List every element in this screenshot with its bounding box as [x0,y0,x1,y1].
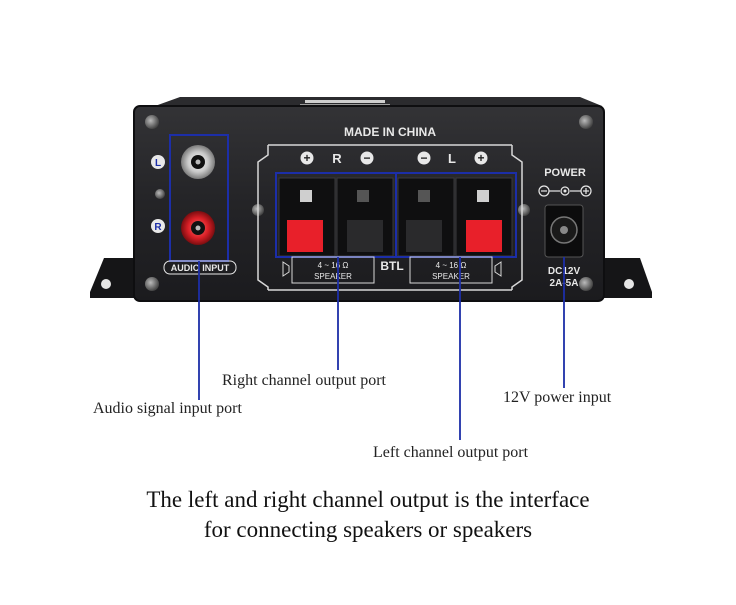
speaker-left-label: SPEAKER [432,272,470,281]
left-channel-label: L [448,151,456,166]
input-left-label: L [155,158,161,169]
right-plus-sign: + [303,151,310,165]
power-label: POWER [544,167,586,179]
polarity-plus-icon [580,185,592,197]
right-positive-terminal [287,220,323,252]
corner-screws [145,115,593,291]
left-plus-sign: + [477,151,484,165]
btl-label: BTL [380,259,403,273]
footer-line-2: for connecting speakers or speakers [203,517,533,542]
speaker-labels: 4 ~ 16 Ω SPEAKER BTL 4 ~ 16 Ω SPEAKER [282,256,502,284]
polarity-row: + R − − L + [300,151,488,166]
left-channel-terminals [397,177,513,257]
right-channel-label: R [332,151,342,166]
audio-input-caption: Audio signal input port [93,400,242,417]
left-minus-sign: − [420,151,427,165]
right-negative-terminal [347,220,383,252]
footer-line-1: The left and right channel output is the… [146,487,590,512]
left-negative-terminal [406,220,442,252]
impedance-left-label: 4 ~ 16 Ω [436,261,467,270]
right-channel-terminals [278,177,394,257]
right-minus-sign: − [363,151,370,165]
left-channel-caption: Left channel output port [373,444,529,461]
left-positive-terminal [466,220,502,252]
audio-input-label: AUDIO INPUT [171,263,230,273]
terminal-outline [257,144,523,291]
speaker-icon-right [282,261,290,277]
speaker-icon-left [494,261,502,277]
rca-inputs: L R AUDIO INPUT [151,145,237,275]
chassis-top [155,97,602,106]
right-mounting-flange [598,258,652,298]
speaker-right-label: SPEAKER [314,272,352,281]
impedance-right-label: 4 ~ 16 Ω [318,261,349,270]
power-input-caption: 12V power input [503,389,612,406]
left-mounting-flange [90,258,140,298]
made-in-label: MADE IN CHINA [344,125,436,139]
input-right-label: R [154,222,162,233]
pointer-lines [198,257,565,440]
right-channel-caption: Right channel output port [222,372,386,389]
